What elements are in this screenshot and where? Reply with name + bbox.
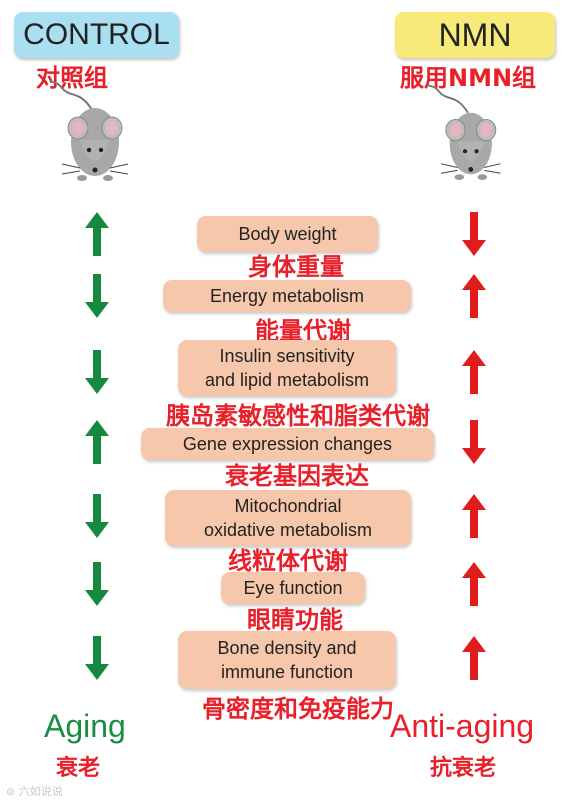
row-pill-gene-expression: Gene expression changes bbox=[141, 428, 434, 460]
arrow-up-icon bbox=[462, 494, 486, 538]
row-label-line1: Energy metabolism bbox=[209, 286, 365, 306]
control-header-label: CONTROL bbox=[23, 18, 170, 51]
row-label-line1: Insulin sensitivity bbox=[219, 346, 355, 366]
control-chinese-label: 对照组 bbox=[36, 64, 108, 92]
control-mouse-icon bbox=[49, 79, 129, 181]
aging-label: Aging bbox=[44, 708, 126, 744]
row-chinese-eye-function: 眼睛功能 bbox=[247, 606, 343, 634]
arrow-down-icon bbox=[85, 562, 109, 606]
arrow-up-icon bbox=[462, 562, 486, 606]
watermark: ⊚ 六如说说 bbox=[6, 783, 63, 799]
row-label-line1: Bone density and bbox=[217, 638, 357, 658]
row-pill-eye-function: Eye function bbox=[221, 572, 365, 604]
row-label-line1: Eye function bbox=[243, 578, 343, 598]
row-pill-body-weight: Body weight bbox=[197, 216, 378, 252]
arrow-up-icon bbox=[85, 420, 109, 464]
row-pill-mitochondrial: Mitochondrial oxidative metabolism bbox=[165, 490, 411, 546]
control-header: CONTROL bbox=[14, 12, 179, 58]
row-label-line2: oxidative metabolism bbox=[203, 520, 373, 540]
row-chinese-gene-expression: 衰老基因表达 bbox=[225, 462, 369, 490]
arrow-up-icon bbox=[462, 274, 486, 318]
row-pill-energy-metabolism: Energy metabolism bbox=[163, 280, 411, 312]
anti-aging-label: Anti-aging bbox=[390, 708, 535, 744]
arrow-up-icon bbox=[462, 350, 486, 394]
anti-aging-chinese-label: 抗衰老 bbox=[430, 756, 497, 781]
row-pill-insulin-lipid: Insulin sensitivity and lipid metabolism bbox=[178, 340, 396, 396]
arrow-up-icon bbox=[85, 212, 109, 256]
row-label-line1: Body weight bbox=[238, 224, 337, 244]
row-label-line2: immune function bbox=[220, 662, 354, 682]
aging-chinese-label: 衰老 bbox=[56, 756, 101, 781]
row-chinese-insulin-lipid: 胰岛素敏感性和脂类代谢 bbox=[166, 402, 430, 430]
row-pill-bone-immune: Bone density and immune function bbox=[178, 631, 396, 689]
nmn-chinese-label: 服用NMN组 bbox=[400, 64, 537, 92]
row-chinese-body-weight: 身体重量 bbox=[248, 253, 344, 281]
row-chinese-mitochondrial: 线粒体代谢 bbox=[228, 547, 348, 575]
arrow-down-icon bbox=[462, 212, 486, 256]
arrow-down-icon bbox=[85, 636, 109, 680]
arrow-down-icon bbox=[85, 274, 109, 318]
arrow-down-icon bbox=[85, 494, 109, 538]
arrow-down-icon bbox=[462, 420, 486, 464]
nmn-header: NMN bbox=[395, 12, 555, 58]
arrow-up-icon bbox=[462, 636, 486, 680]
nmn-mouse-icon bbox=[426, 83, 501, 180]
row-label-line1: Gene expression changes bbox=[182, 434, 393, 454]
nmn-header-label: NMN bbox=[438, 16, 512, 53]
row-label-line2: and lipid metabolism bbox=[204, 370, 370, 390]
row-chinese-bone-immune: 骨密度和免疫能力 bbox=[202, 695, 394, 723]
watermark-logo-icon: ⊚ bbox=[6, 785, 19, 798]
watermark-text: 六如说说 bbox=[18, 785, 63, 798]
arrow-down-icon bbox=[85, 350, 109, 394]
row-label-line1: Mitochondrial bbox=[234, 496, 342, 516]
